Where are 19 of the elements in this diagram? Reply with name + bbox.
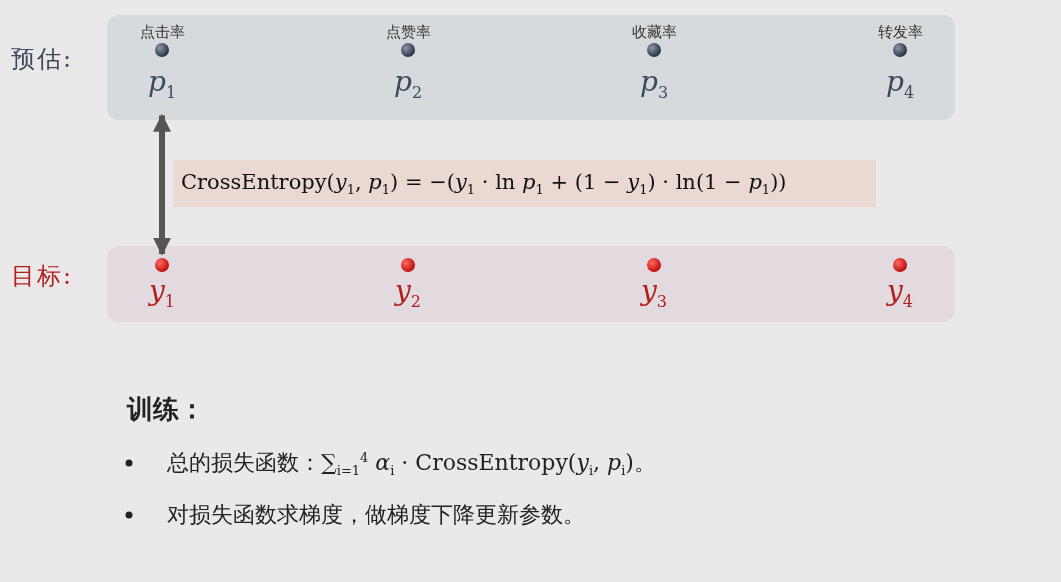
metric-label: 点赞率 xyxy=(385,23,431,41)
variable-label: y$_{2}$ xyxy=(395,274,421,313)
section-heading: 训练： xyxy=(127,393,205,426)
metric-label: 转发率 xyxy=(877,23,923,41)
row-heading: 目标: xyxy=(11,261,74,292)
variable-label: p$_{2}$ xyxy=(393,65,423,104)
variable-label: y$_{4}$ xyxy=(887,274,913,313)
row-heading: 预估: xyxy=(11,44,74,75)
variable-label: p$_{1}$ xyxy=(147,65,177,104)
bullet-text: 总的损失函数：∑$_{i=1}$$^{4}$ α$_{i}$ · CrossEntropy(y$_{i}$, p$_{i}$)。 xyxy=(167,448,656,479)
formula-text: CrossEntropy(y$_{1}$, p$_{1}$) = −(y$_{1}$ · ln p$_{1}$ + (1 − y$_{1}$) · ln(1 − p$_{1}$)) xyxy=(181,169,787,198)
bullet-text: 对损失函数求梯度，做梯度下降更新参数。 xyxy=(167,501,585,529)
metric-label: 收藏率 xyxy=(631,23,677,41)
variable-label: p$_{4}$ xyxy=(885,65,915,104)
variable-label: y$_{3}$ xyxy=(641,274,667,313)
variable-label: y$_{1}$ xyxy=(149,274,175,313)
metric-label: 点击率 xyxy=(139,23,185,41)
double-arrow xyxy=(153,113,171,256)
variable-label: p$_{3}$ xyxy=(639,65,669,104)
